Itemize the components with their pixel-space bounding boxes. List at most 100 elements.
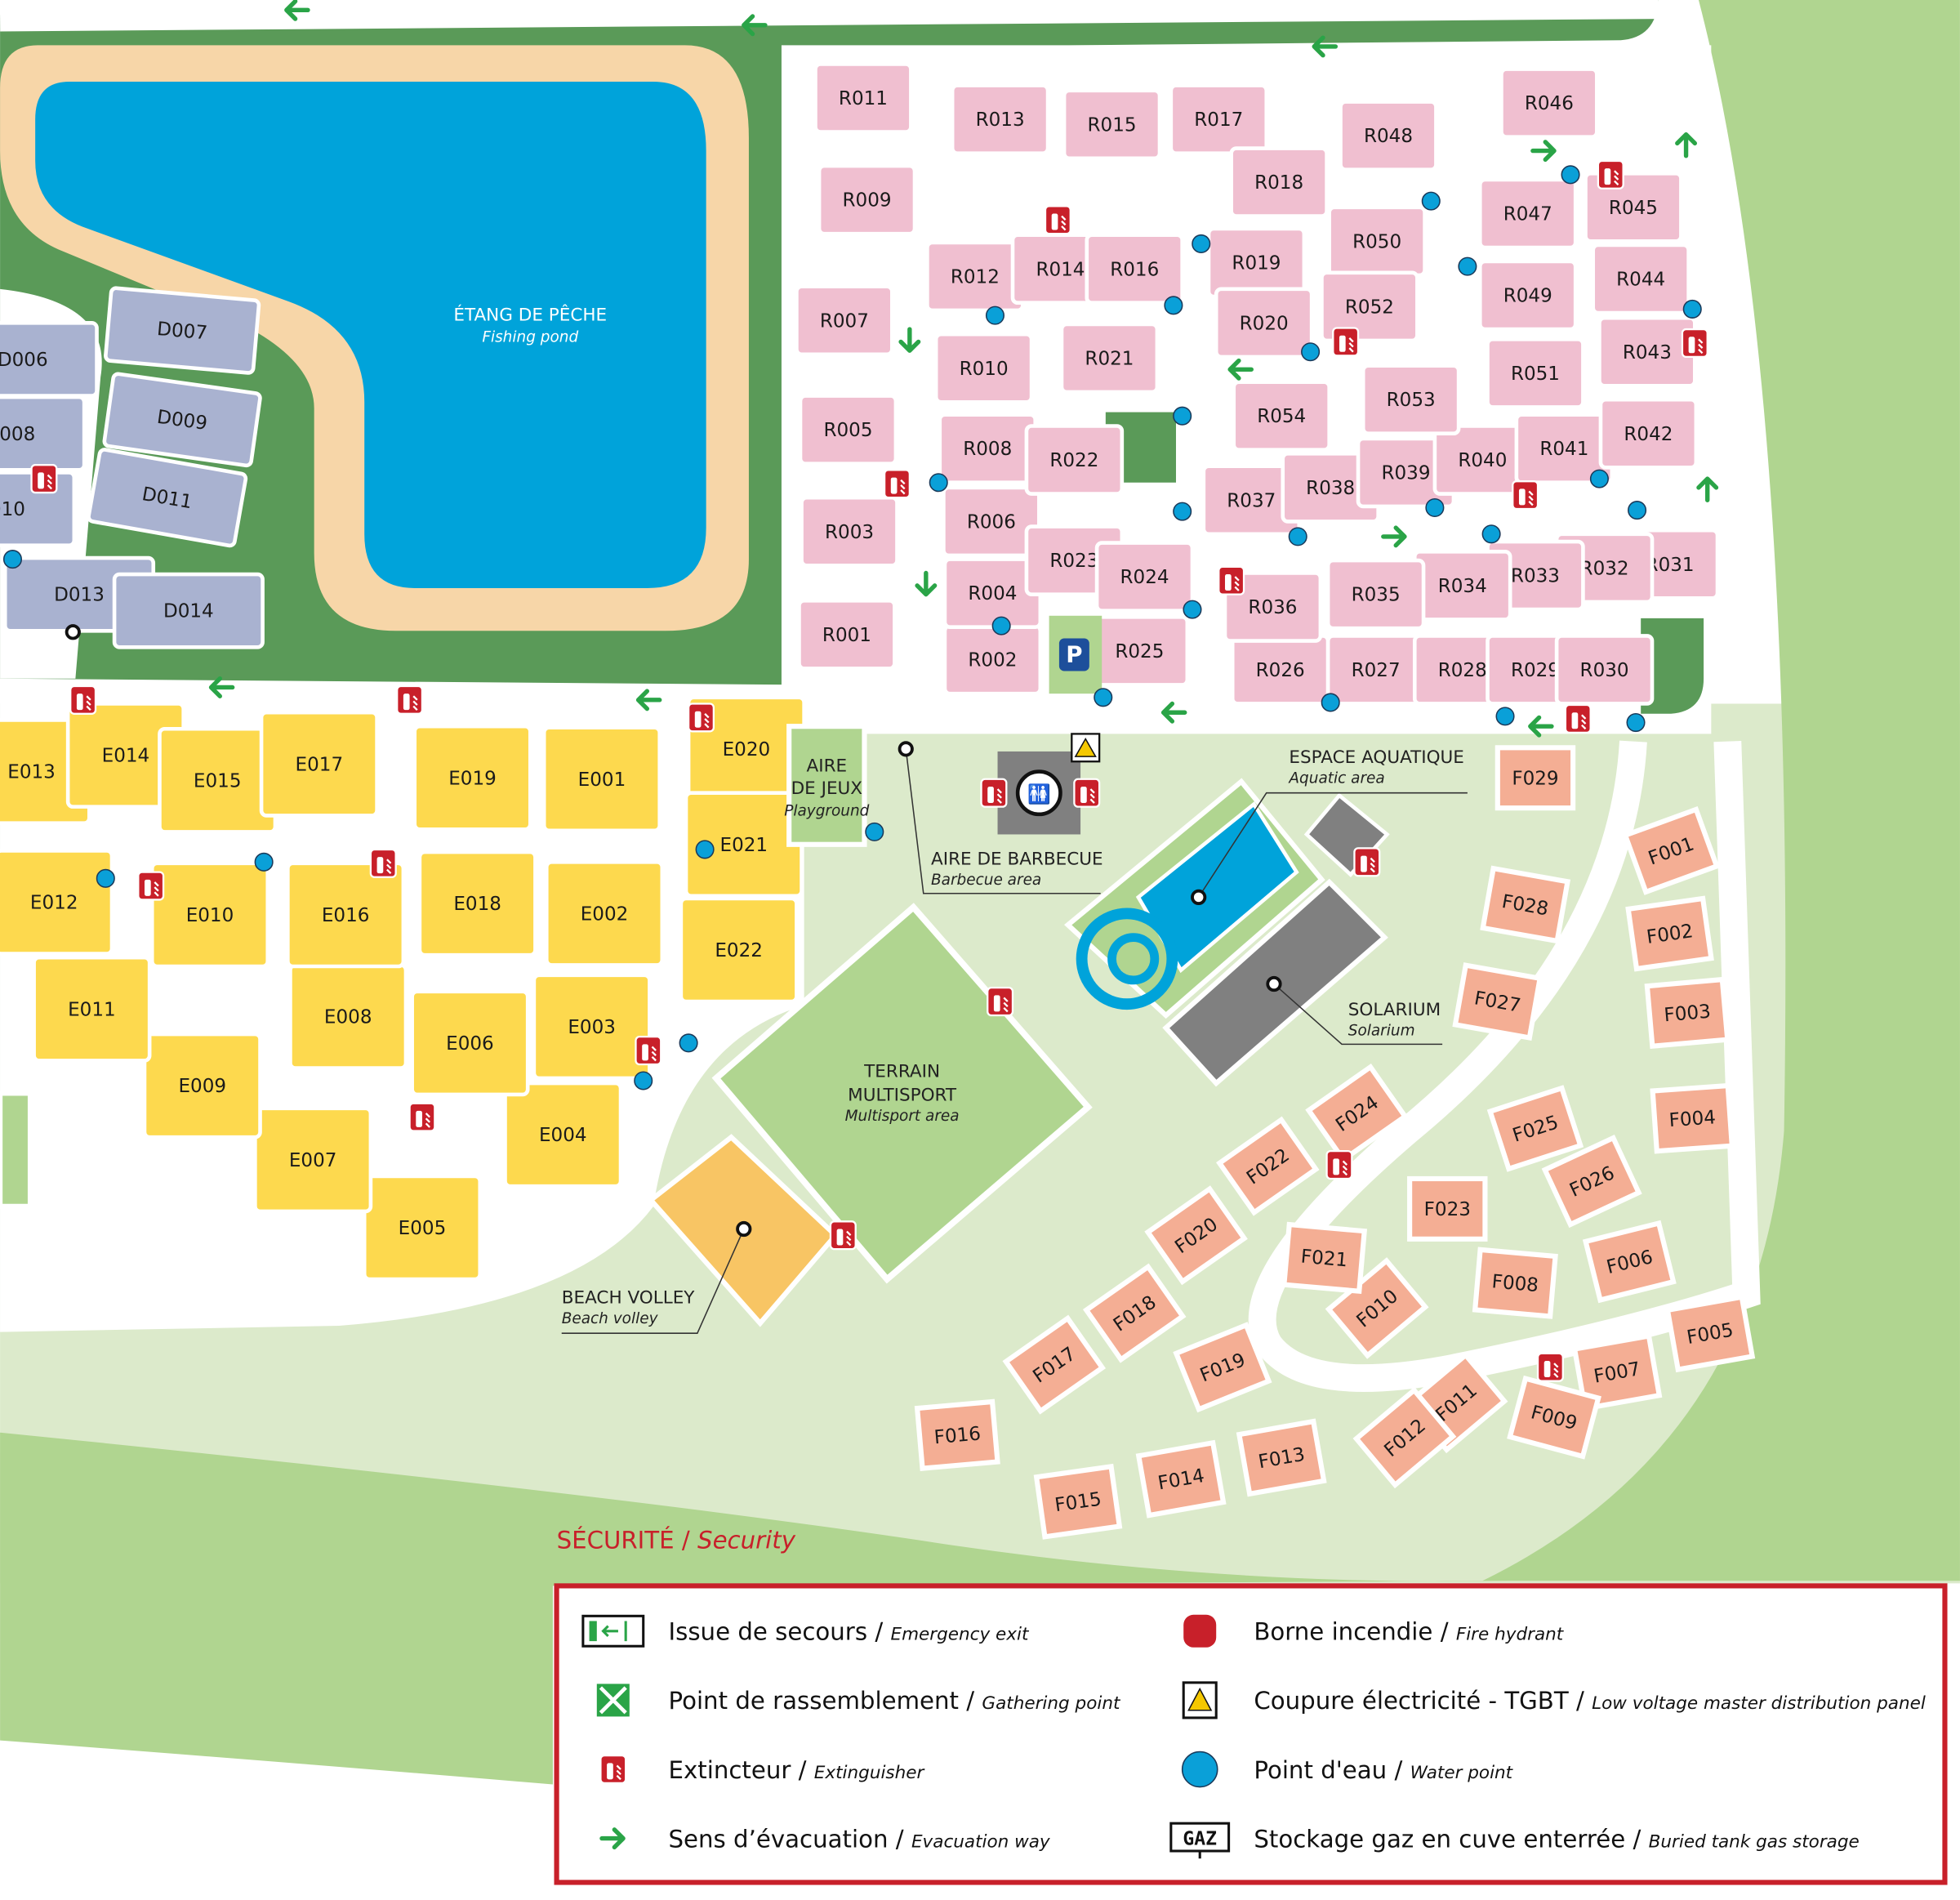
lot-f025[interactable]: F025 [1486,1085,1584,1172]
lot-r030[interactable]: R030 [1554,634,1655,706]
lot-e017[interactable]: E017 [259,710,379,818]
lot-e015[interactable]: E015 [158,726,278,834]
lot-e011[interactable]: E011 [32,955,152,1063]
lot-f028[interactable]: F028 [1480,865,1571,944]
lot-f005[interactable]: F005 [1664,1294,1756,1373]
lot-e001[interactable]: E001 [541,725,662,833]
lot-f002[interactable]: F002 [1625,895,1714,972]
lot-e019[interactable]: E019 [412,724,532,832]
lot-r044[interactable]: R044 [1591,243,1690,315]
lot-shape [1135,1439,1227,1519]
lot-r049[interactable]: R049 [1477,259,1578,332]
lot-r041[interactable]: R041 [1514,413,1615,485]
lot-r006[interactable]: R006 [942,485,1041,558]
lot-r002[interactable]: R002 [942,623,1043,696]
lot-r039[interactable]: R039 [1356,436,1456,509]
lot-f001[interactable]: F001 [1622,806,1721,895]
lot-r054[interactable]: R054 [1232,380,1331,453]
lot-f013[interactable]: F013 [1236,1418,1327,1497]
lot-r042[interactable]: R042 [1598,397,1699,470]
lot-r001[interactable]: R001 [797,599,897,671]
lot-f012[interactable]: F012 [1352,1386,1457,1489]
lot-f019[interactable]: F019 [1173,1322,1272,1413]
lot-d014[interactable]: D014 [112,572,265,649]
lot-r053[interactable]: R053 [1361,363,1461,436]
lot-r021[interactable]: R021 [1059,322,1160,395]
lot-r019[interactable]: R019 [1206,226,1307,299]
lot-r047[interactable]: R047 [1477,177,1578,250]
lot-r046[interactable]: R046 [1499,67,1599,139]
lot-r043[interactable]: R043 [1597,315,1697,388]
lot-e009[interactable]: E009 [142,1032,262,1140]
lot-r034[interactable]: R034 [1412,550,1512,622]
lot-f014[interactable]: F014 [1135,1439,1227,1519]
lot-r007[interactable]: R007 [795,284,894,357]
lot-f020[interactable]: F020 [1144,1185,1248,1286]
lot-r015[interactable]: R015 [1062,88,1162,161]
lot-e004[interactable]: E004 [503,1081,623,1189]
lot-r012[interactable]: R012 [925,240,1025,313]
lot-r045[interactable]: R045 [1584,171,1683,243]
lot-e022[interactable]: E022 [679,896,799,1004]
lot-f006[interactable]: F006 [1582,1220,1677,1304]
lot-r038[interactable]: R038 [1281,452,1380,524]
lot-r027[interactable]: R027 [1325,634,1426,706]
lot-e016[interactable]: E016 [286,861,406,969]
lot-e005[interactable]: E005 [362,1174,483,1282]
lot-r010[interactable]: R010 [933,332,1034,404]
lot-f026[interactable]: F026 [1541,1135,1642,1229]
lot-r050[interactable]: R050 [1327,205,1427,278]
lot-e008[interactable]: E008 [288,963,408,1070]
lot-r008[interactable]: R008 [938,413,1037,485]
lot-e007[interactable]: E007 [253,1106,373,1214]
lot-f007[interactable]: F007 [1571,1332,1663,1412]
lot-r013[interactable]: R013 [950,83,1050,155]
lot-d011[interactable]: D011 [87,448,248,548]
lot-r025[interactable]: R025 [1089,615,1190,687]
lot-r004[interactable]: R004 [942,557,1043,629]
lot-d006[interactable]: D006 [0,321,99,398]
lot-f024[interactable]: F024 [1305,1063,1409,1163]
lot-e018[interactable]: E018 [417,850,537,957]
lot-r011[interactable]: R011 [813,62,913,134]
lot-r020[interactable]: R020 [1214,287,1314,359]
lot-r017[interactable]: R017 [1169,83,1269,155]
lot-r048[interactable]: R048 [1339,100,1438,172]
lot-r009[interactable]: R009 [817,163,917,236]
lot-f016[interactable]: F016 [914,1398,1000,1471]
lot-r037[interactable]: R037 [1201,464,1302,537]
lot-d009[interactable]: D009 [102,372,262,468]
lot-f017[interactable]: F017 [1002,1314,1107,1415]
lot-r035[interactable]: R035 [1325,558,1426,631]
lot-e006[interactable]: E006 [410,989,530,1097]
lot-f027[interactable]: F027 [1452,962,1544,1041]
lot-e003[interactable]: E003 [532,973,652,1081]
lot-e002[interactable]: E002 [544,860,665,967]
lot-r016[interactable]: R016 [1085,233,1184,306]
lot-d007[interactable]: D007 [104,286,261,375]
lot-r051[interactable]: R051 [1486,337,1585,409]
lot-r026[interactable]: R026 [1230,634,1330,706]
lot-f015[interactable]: F015 [1033,1463,1123,1540]
lot-r040[interactable]: R040 [1432,424,1533,496]
lot-f029[interactable]: F029 [1494,745,1576,811]
lot-f003[interactable]: F003 [1644,976,1731,1050]
lot-r022[interactable]: R022 [1024,424,1125,496]
lot-r003[interactable]: R003 [800,495,899,568]
lot-f023[interactable]: F023 [1407,1175,1488,1242]
lot-r014[interactable]: R014 [1010,233,1111,306]
lot-r052[interactable]: R052 [1320,270,1419,343]
lot-r036[interactable]: R036 [1223,571,1323,643]
lot-r024[interactable]: R024 [1094,541,1195,613]
lot-f008[interactable]: F008 [1472,1247,1558,1319]
lot-f004[interactable]: F004 [1650,1082,1735,1154]
lot-r005[interactable]: R005 [798,394,898,466]
lot-f021[interactable]: F021 [1281,1221,1368,1295]
lot-f018[interactable]: F018 [1082,1263,1187,1363]
lot-r018[interactable]: R018 [1229,146,1329,218]
lot-f009[interactable]: F009 [1507,1375,1601,1460]
lot-e012[interactable]: E012 [0,849,114,956]
lot-f022[interactable]: F022 [1216,1116,1320,1216]
lot-d008[interactable]: D008 [0,395,87,472]
lot-e010[interactable]: E010 [149,861,270,969]
